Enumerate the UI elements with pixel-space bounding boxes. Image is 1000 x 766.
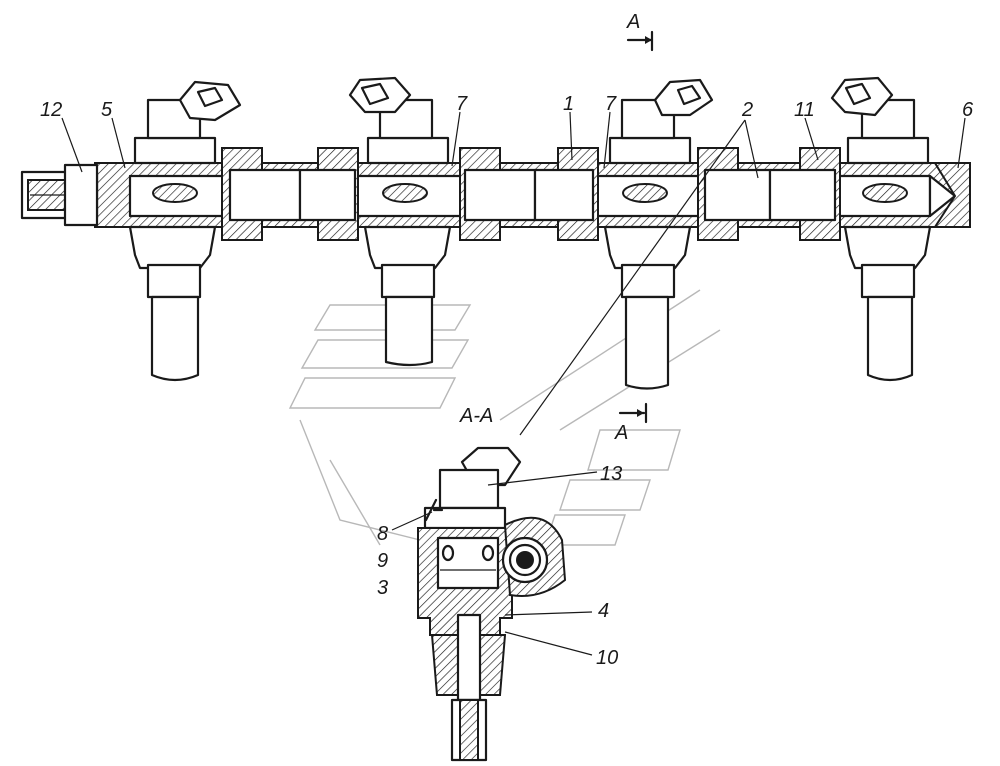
injector-3 bbox=[603, 78, 714, 390]
section-marker-bottom bbox=[618, 402, 648, 424]
callout-13: 13 bbox=[600, 463, 623, 485]
section-mark-bottom-label: А bbox=[615, 422, 629, 444]
callout-10: 10 bbox=[596, 647, 619, 669]
callout-6: 6 bbox=[962, 99, 974, 121]
callout-9: 9 bbox=[377, 550, 389, 572]
callout-11: 11 bbox=[794, 99, 815, 121]
injector-4 bbox=[830, 76, 932, 382]
callout-7-right: 7 bbox=[605, 93, 617, 115]
cross-section-a-a bbox=[417, 446, 567, 762]
section-marker-top bbox=[626, 30, 654, 52]
injector-ports bbox=[152, 183, 908, 203]
inlet-fitting bbox=[20, 163, 99, 227]
leader-lines bbox=[61, 111, 966, 656]
callout-4: 4 bbox=[598, 600, 610, 622]
injector-1 bbox=[128, 80, 242, 382]
callout-7-left: 7 bbox=[456, 93, 468, 115]
callout-12: 12 bbox=[40, 99, 63, 121]
section-mark-top-label: А bbox=[627, 11, 641, 33]
section-view-title: А-А bbox=[460, 405, 494, 427]
callout-8: 8 bbox=[377, 523, 389, 545]
pipe-couplings bbox=[221, 147, 841, 241]
callout-5: 5 bbox=[101, 99, 113, 121]
injector-2 bbox=[348, 76, 452, 367]
callout-2: 2 bbox=[742, 99, 754, 121]
callout-1: 1 bbox=[563, 93, 575, 115]
callout-3: 3 bbox=[377, 577, 389, 599]
